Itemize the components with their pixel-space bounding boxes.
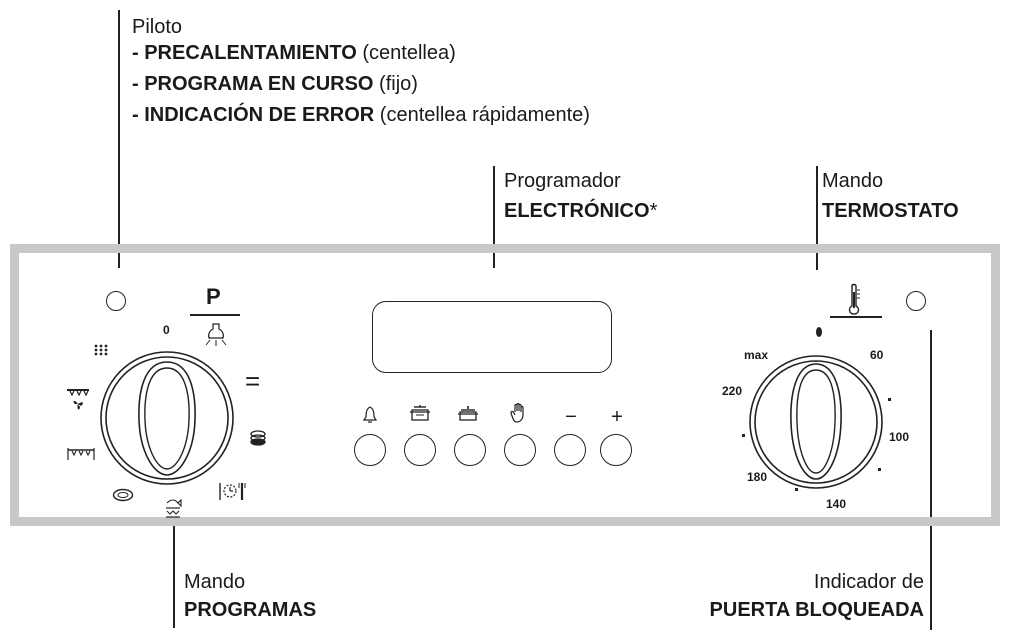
- temp-label-100: 100: [889, 430, 910, 444]
- temp-label-140: 140: [826, 497, 847, 511]
- programmer-display: [372, 301, 612, 373]
- plus-symbol: +: [611, 406, 623, 428]
- pilot-title: Piloto: [132, 16, 183, 38]
- door-title: Indicador de: [813, 571, 924, 593]
- programmer-leader-line: [493, 166, 495, 268]
- thermostat-underline: [830, 316, 882, 318]
- program-zero-label: 0: [163, 323, 170, 337]
- programmer-callout: Programador ELECTRÓNICO*: [504, 168, 657, 224]
- pizza-icon: [112, 488, 134, 502]
- pilot-light: [106, 291, 126, 311]
- hand-button[interactable]: [504, 434, 536, 466]
- lamp-icon: [205, 323, 227, 346]
- control-panel: [10, 244, 1000, 526]
- programs-callout: Mando PROGRAMAS: [184, 569, 316, 623]
- thermostat-title: Mando: [822, 170, 884, 192]
- cook-end-button[interactable]: [454, 434, 486, 466]
- bell-button[interactable]: [354, 434, 386, 466]
- door-lock-indicator: [906, 291, 926, 311]
- dots-grid-icon: [94, 344, 108, 356]
- programs-title: Mando: [184, 571, 246, 593]
- thermometer-icon: [848, 283, 860, 315]
- pilot-line-error: - INDICACIÓN DE ERROR (centellea rápidam…: [132, 104, 590, 126]
- hand-icon: [510, 402, 524, 423]
- pot-end-icon: [458, 406, 478, 421]
- fan-heater-icon: [67, 389, 89, 410]
- temp-label-220: 220: [722, 384, 743, 398]
- programmer-title: Programador: [504, 170, 621, 192]
- thermostat-bold: TERMOSTATO: [822, 200, 959, 222]
- program-letter: P: [206, 284, 221, 309]
- programs-leader-line: [173, 518, 175, 628]
- minus-symbol: −: [565, 406, 577, 428]
- door-leader-line: [930, 330, 932, 630]
- temp-label-max: max: [744, 348, 769, 362]
- bottom-heater-icon: [67, 448, 95, 460]
- program-underline: [190, 314, 240, 316]
- temp-label-180: 180: [747, 470, 768, 484]
- temp-label-60: 60: [870, 348, 884, 362]
- timer-cook-icon: [219, 483, 246, 500]
- equals-symbol: =: [245, 366, 261, 396]
- stacked-trays-icon: [250, 430, 266, 446]
- pilot-line-running: - PROGRAMA EN CURSO (fijo): [132, 73, 418, 95]
- pilot-callout: Piloto - PRECALENTAMIENTO (centellea) - …: [132, 14, 590, 128]
- fish-grill-icon: [166, 498, 182, 518]
- bell-icon: [362, 406, 378, 423]
- thermostat-callout: Mando TERMOSTATO: [822, 168, 959, 224]
- pot-duration-icon: [410, 405, 430, 421]
- cook-duration-button[interactable]: [404, 434, 436, 466]
- programmer-bold: ELECTRÓNICO*: [504, 200, 658, 222]
- door-bold: PUERTA BLOQUEADA: [709, 599, 924, 621]
- minus-button[interactable]: [554, 434, 586, 466]
- pilot-line-preheat: - PRECALENTAMIENTO (centellea): [132, 42, 456, 64]
- thermostat-leader-line: [816, 166, 818, 270]
- door-callout: Indicador de PUERTA BLOQUEADA: [710, 569, 924, 623]
- plus-button[interactable]: [600, 434, 632, 466]
- programs-bold: PROGRAMAS: [184, 599, 317, 621]
- pilot-leader-line: [118, 10, 120, 268]
